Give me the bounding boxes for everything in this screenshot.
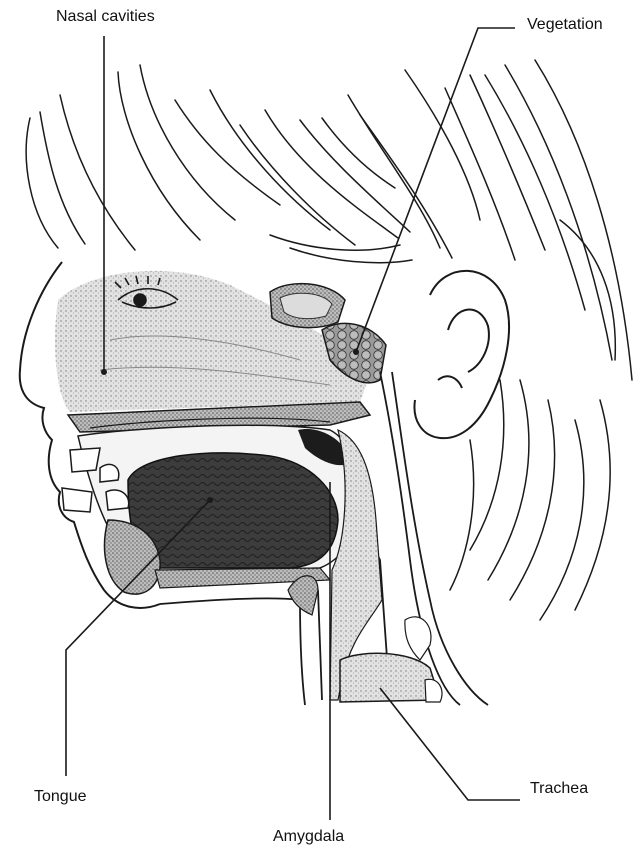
label-amygdala: Amygdala: [273, 828, 344, 846]
leader-vegetation: [356, 28, 515, 352]
label-trachea: Trachea: [530, 780, 588, 798]
leader-trachea: [380, 688, 520, 800]
label-vegetation: Vegetation: [527, 16, 603, 34]
label-nasal-cavities: Nasal cavities: [56, 8, 155, 26]
trachea-shape: [340, 653, 440, 702]
ear: [414, 271, 509, 438]
label-tongue: Tongue: [34, 788, 87, 806]
tongue-shape: [128, 453, 338, 568]
